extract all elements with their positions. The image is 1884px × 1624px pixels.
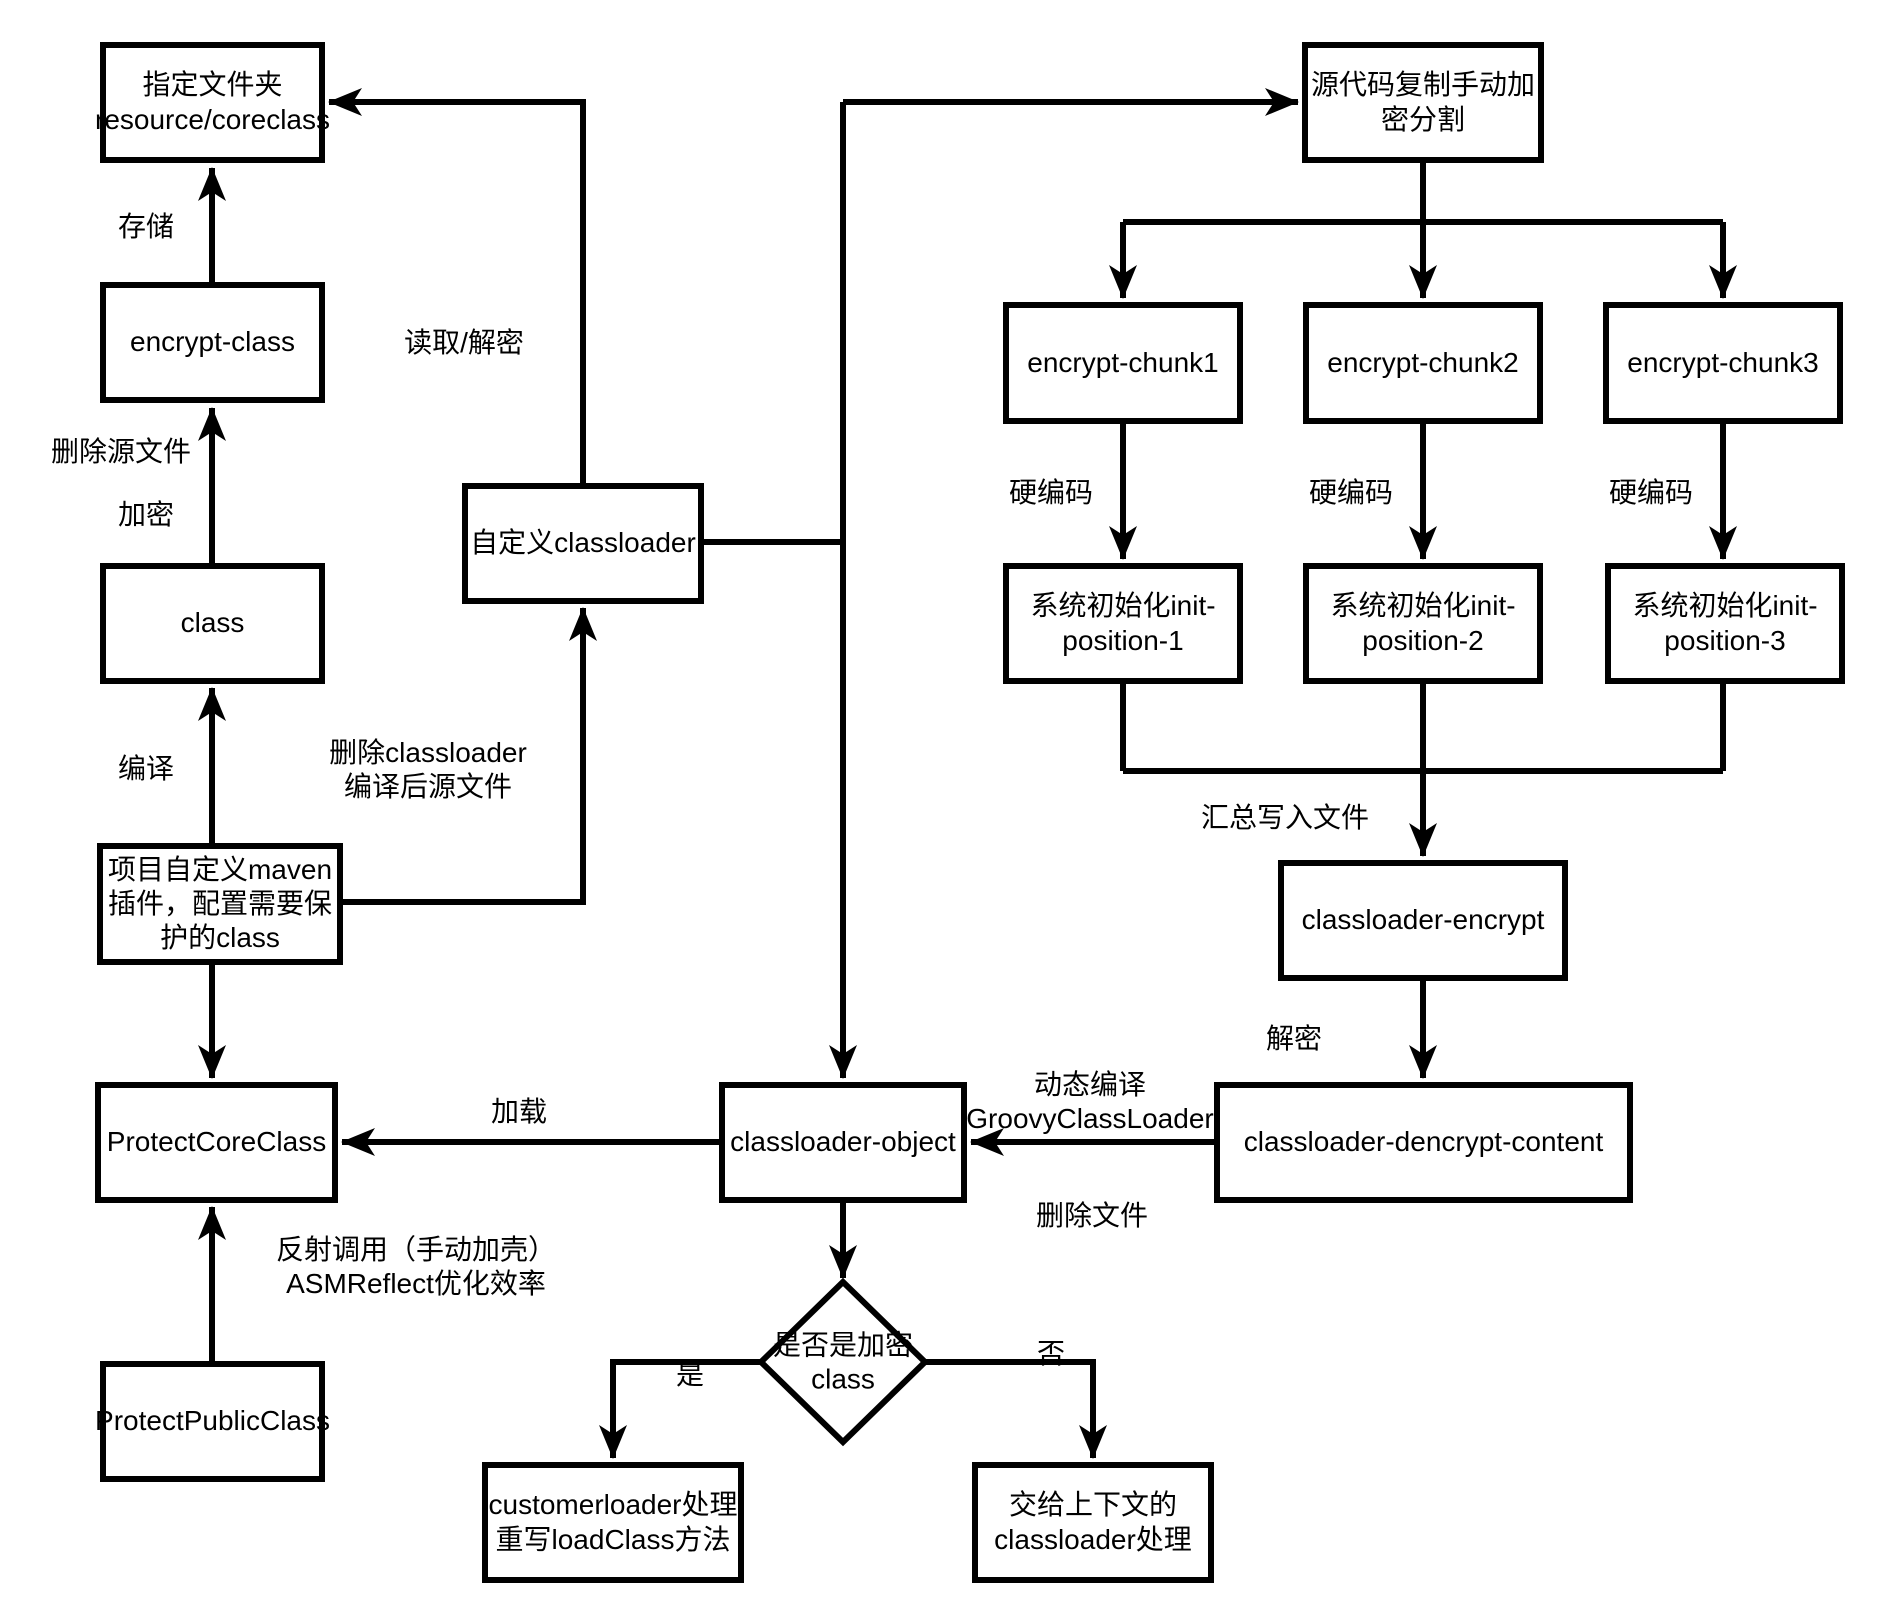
label-delete-classloader-source: 删除classloader 编译后源文件 <box>329 736 527 802</box>
node-classloader-object: classloader-object <box>719 1082 967 1203</box>
label-store: 存储 <box>117 210 175 242</box>
label-encrypt: 加密 <box>117 498 175 530</box>
label-decrypt: 解密 <box>1265 1022 1323 1054</box>
label-compile: 编译 <box>117 752 175 784</box>
label-delete-file: 删除文件 <box>1035 1199 1149 1231</box>
label-no: 否 <box>1036 1337 1066 1369</box>
node-encrypt-class: encrypt-class <box>100 282 325 403</box>
edge-maven-to-customcl <box>343 607 597 905</box>
edge-decision-yes <box>599 1359 761 1459</box>
decision-label: 是否是加密 class <box>772 1329 914 1394</box>
node-customerloader: customerloader处理 重写loadClass方法 <box>482 1462 744 1583</box>
node-encrypt-chunk2: encrypt-chunk2 <box>1303 302 1543 424</box>
label-hardcode-1: 硬编码 <box>1008 476 1094 508</box>
label-read-decrypt: 读取/解密 <box>404 326 524 358</box>
decision-diamond <box>756 1277 930 1447</box>
node-context-classloader: 交给上下文的 classloader处理 <box>972 1462 1214 1583</box>
node-protect-public-class: ProtectPublicClass <box>95 1361 330 1482</box>
node-encrypt-chunk1: encrypt-chunk1 <box>1003 302 1243 424</box>
label-aggregate-write: 汇总写入文件 <box>1200 801 1370 833</box>
label-dynamic-compile: 动态编译 GroovyClassLoader <box>966 1068 1214 1134</box>
label-yes: 是 <box>675 1358 705 1390</box>
node-init-position-2: 系统初始化init- position-2 <box>1303 563 1543 684</box>
node-encrypt-chunk3: encrypt-chunk3 <box>1603 302 1843 424</box>
node-maven-plugin: 项目自定义maven 插件，配置需要保 护的class <box>97 843 343 965</box>
node-target-folder: 指定文件夹 resource/coreclass <box>95 42 330 163</box>
node-source-split: 源代码复制手动加 密分割 <box>1302 42 1544 163</box>
node-protect-core-class: ProtectCoreClass <box>95 1082 338 1203</box>
node-init-position-1: 系统初始化init- position-1 <box>1003 563 1243 684</box>
node-classloader-encrypt: classloader-encrypt <box>1278 860 1568 981</box>
label-load: 加载 <box>490 1095 548 1127</box>
label-delete-source: 删除源文件 <box>50 435 192 467</box>
node-custom-classloader: 自定义classloader <box>462 483 704 604</box>
label-hardcode-2: 硬编码 <box>1308 476 1394 508</box>
node-class: class <box>100 563 325 684</box>
node-init-position-3: 系统初始化init- position-3 <box>1605 563 1845 684</box>
edge-customcl-to-folder <box>328 88 586 483</box>
node-classloader-dencrypt-content: classloader-dencrypt-content <box>1214 1082 1633 1203</box>
edge-decision-no <box>925 1359 1107 1459</box>
label-hardcode-3: 硬编码 <box>1608 476 1694 508</box>
label-reflect-call: 反射调用（手动加壳） ASMReflect优化效率 <box>275 1233 557 1299</box>
